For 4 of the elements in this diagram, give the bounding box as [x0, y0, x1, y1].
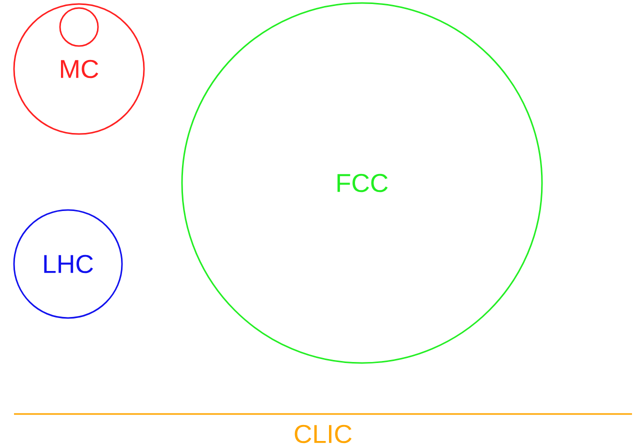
circle-node: LHC: [13, 209, 123, 319]
circle-node: MC: [13, 3, 145, 135]
circle-node: [59, 7, 99, 47]
circle-node: FCC: [181, 2, 543, 364]
